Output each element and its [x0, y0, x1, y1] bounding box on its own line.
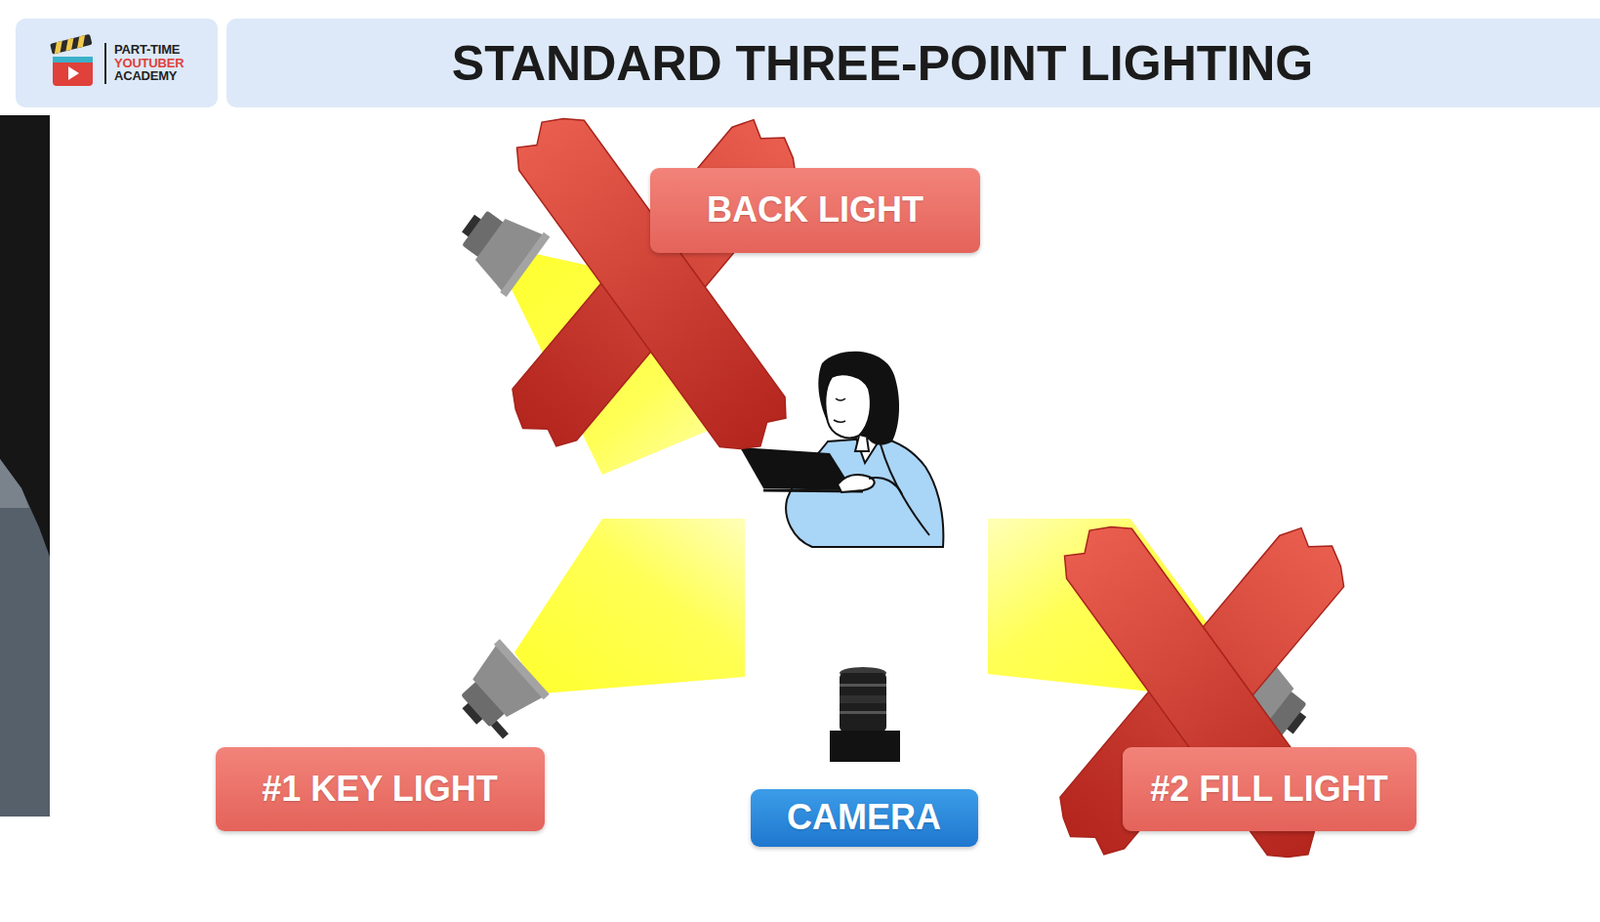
- box-label: #2 FILL LIGHT: [1149, 769, 1388, 809]
- cross-bar: [503, 101, 800, 466]
- lamp-rim: [499, 232, 550, 297]
- hair: [818, 351, 900, 446]
- laptop: [739, 447, 854, 491]
- neck: [855, 435, 869, 452]
- box-label: #1 KEY LIGHT: [261, 769, 497, 809]
- light-label: #2 FILL LIGHT: [1122, 746, 1417, 831]
- shirt-fold: [880, 444, 930, 535]
- key-light-beam: [514, 518, 745, 694]
- diagram-title: STANDARD THREE-POINT LIGHTING: [451, 35, 1313, 92]
- title-holder: STANDARD THREE-POINT LIGHTING: [226, 18, 1539, 108]
- lens-barrel: [839, 672, 887, 732]
- logo-text: ACADEMY: [114, 69, 177, 83]
- clapper-stripes: [51, 35, 88, 54]
- clapper-top: [49, 34, 92, 55]
- presenter-photo-strip: [0, 115, 50, 817]
- light-label: #1 KEY LIGHT: [215, 746, 545, 831]
- box-label: CAMERA: [786, 797, 942, 837]
- clapper-band: [52, 56, 93, 63]
- light-label: BACK LIGHT: [650, 167, 981, 253]
- photo-background: [0, 115, 50, 817]
- play-symbol: [68, 66, 80, 81]
- logo-text: YOUTUBER: [114, 56, 184, 71]
- clapperboard-icon: [49, 34, 106, 86]
- lamp-rim: [493, 638, 550, 699]
- logo-panel: [15, 18, 218, 108]
- clapper-body: [52, 56, 93, 86]
- arm: [868, 477, 903, 494]
- lamp-stand: [491, 720, 509, 739]
- eye: [835, 398, 846, 401]
- camera-body: [829, 730, 901, 762]
- lens-ring: [839, 695, 887, 703]
- cross-out-mark: [497, 101, 812, 466]
- lens-ring: [839, 683, 887, 687]
- logo-box: PART-TIMEYOUTUBERACADEMY: [15, 18, 218, 108]
- back-light-lamp: [446, 193, 550, 297]
- lens-ring: [839, 710, 887, 714]
- logo-divider: [104, 42, 107, 84]
- hand: [837, 474, 875, 493]
- camera-label: CAMERA: [750, 788, 979, 847]
- box-label: BACK LIGHT: [706, 190, 924, 230]
- logo-text: PART-TIME: [114, 42, 180, 57]
- clapper-arm: [49, 34, 92, 55]
- camera-icon: [829, 666, 901, 762]
- mouth: [833, 419, 846, 422]
- key-light-lamp: [444, 638, 551, 745]
- title-banner: [226, 18, 1600, 108]
- suit: [0, 458, 50, 817]
- suit-highlight: [0, 458, 30, 508]
- face: [824, 373, 870, 438]
